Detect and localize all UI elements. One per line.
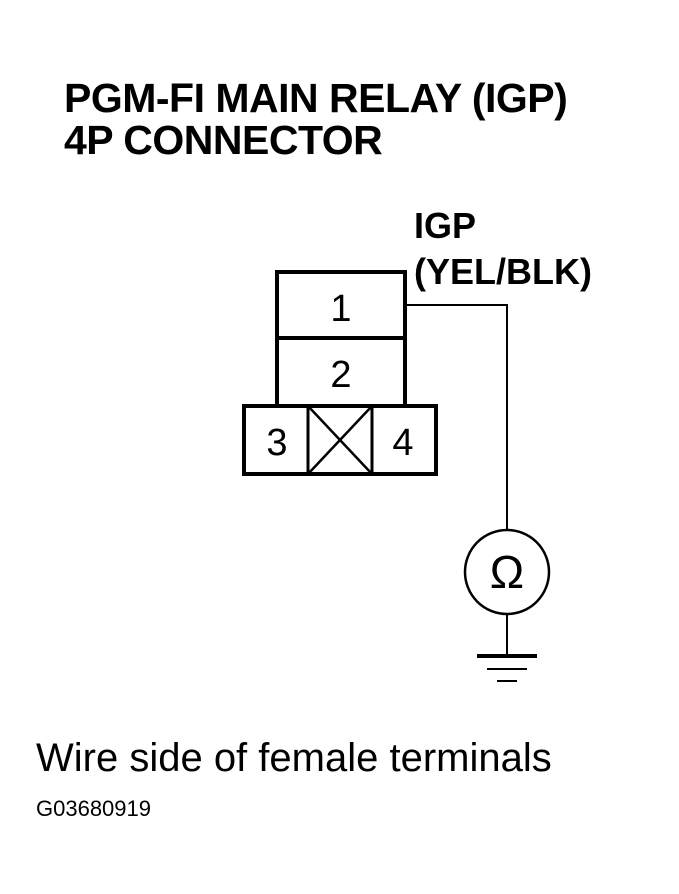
x-cross-icon	[307, 405, 373, 475]
connector	[242, 270, 438, 476]
ohm-symbol: Ω	[490, 546, 524, 598]
connector-bar	[242, 404, 438, 476]
ohmmeter-icon: Ω	[463, 528, 551, 616]
ground-icon	[477, 654, 537, 682]
test-lead-wire	[405, 304, 508, 530]
terminal-4-label: 4	[392, 422, 413, 464]
wire-name-label: IGP	[414, 205, 477, 246]
figure-id: G03680919	[36, 796, 151, 821]
diagram-caption: Wire side of female terminals	[36, 736, 552, 780]
wire-color-label: (YEL/BLK)	[414, 251, 592, 292]
title-line-2: 4P CONNECTOR	[64, 117, 383, 163]
title-line-1: PGM-FI MAIN RELAY (IGP)	[64, 75, 568, 121]
terminal-1-label: 1	[330, 288, 351, 330]
terminal-2-label: 2	[330, 354, 351, 396]
terminal-3-label: 3	[266, 422, 287, 464]
